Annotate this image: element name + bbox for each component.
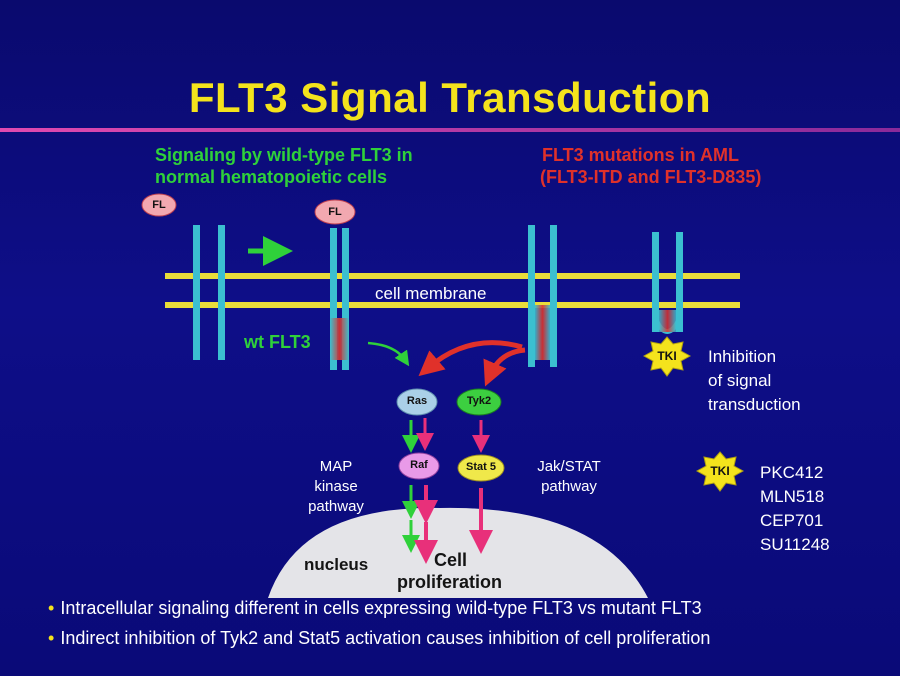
bullet-2: •Indirect inhibition of Tyk2 and Stat5 a… [48,628,710,649]
mutant-arrow-to-tyk2 [483,347,526,387]
ligand-fl-left [141,193,177,217]
right-heading-line1: FLT3 mutations in AML [542,145,739,165]
receptor-mutant-inhibited [652,232,683,334]
bullet-1: •Intracellular signaling different in ce… [48,598,702,619]
ras-node-label: Ras [406,395,428,407]
cell-prolif-line1: Cell [434,550,468,570]
left-heading-line2: normal hematopoietic cells [155,167,388,187]
receptor-inactive [193,225,225,360]
nucleus-shape [268,507,648,598]
ligand-fl-right [314,199,356,225]
tyk2-node-label: Tyk2 [466,395,492,407]
inhibitor-3: CEP701 [760,511,824,530]
wt-flt3-arrow [367,341,410,367]
membrane-label: cell membrane [375,284,487,303]
raf-node-label: Raf [410,459,428,471]
tyk2-node-shape [456,388,502,416]
ligand-label-left: FL [152,199,166,211]
map-label-line3: pathway [308,498,364,515]
jak-label-line2: pathway [541,478,597,495]
cell-membrane-bottom [165,302,740,308]
bullet-dot: • [48,628,55,648]
stat-node-shape [457,454,505,482]
bullet-2-text: Indirect inhibition of Tyk2 and Stat5 ac… [60,628,711,648]
inhibition-line3: transduction [708,395,801,414]
tki-star-lower [695,451,745,492]
left-heading-line1: Signaling by wild-type FLT3 in [155,145,413,165]
right-heading-line2: (FLT3-ITD and FLT3-D835) [540,167,762,187]
bullet-1-text: Intracellular signaling different in cel… [60,598,702,618]
inhibition-line2: of signal [708,371,772,390]
cell-prolif-line2: proliferation [397,572,503,592]
ligand-label-right: FL [328,206,342,218]
mutant-arrow-to-ras [418,340,523,377]
map-label-line1: MAP [319,458,353,475]
tki-label-upper: TKI [657,349,677,363]
inhibitor-1: PKC412 [760,463,824,482]
inhibitor-2: MLN518 [760,487,825,506]
title-divider [0,128,900,132]
receptor-wt-bound [330,228,349,370]
nucleus-label: nucleus [304,555,369,574]
inhibitor-4: SU11248 [760,535,830,554]
tki-star-upper [642,336,692,377]
ras-node-shape [396,388,438,416]
tki-label-lower: TKI [710,464,730,478]
receptor-mutant [528,225,557,367]
map-label-line2: kinase [314,478,358,495]
wt-flt3-label: wt FLT3 [244,332,311,352]
stat-node-label: Stat 5 [466,461,496,473]
raf-node-shape [398,452,440,480]
jak-label-line1: Jak/STAT [537,458,601,475]
bullet-dot: • [48,598,55,618]
inhibition-line1: Inhibition [708,347,777,366]
cell-membrane-top [165,273,740,279]
page-title: FLT3 Signal Transduction [188,74,712,121]
